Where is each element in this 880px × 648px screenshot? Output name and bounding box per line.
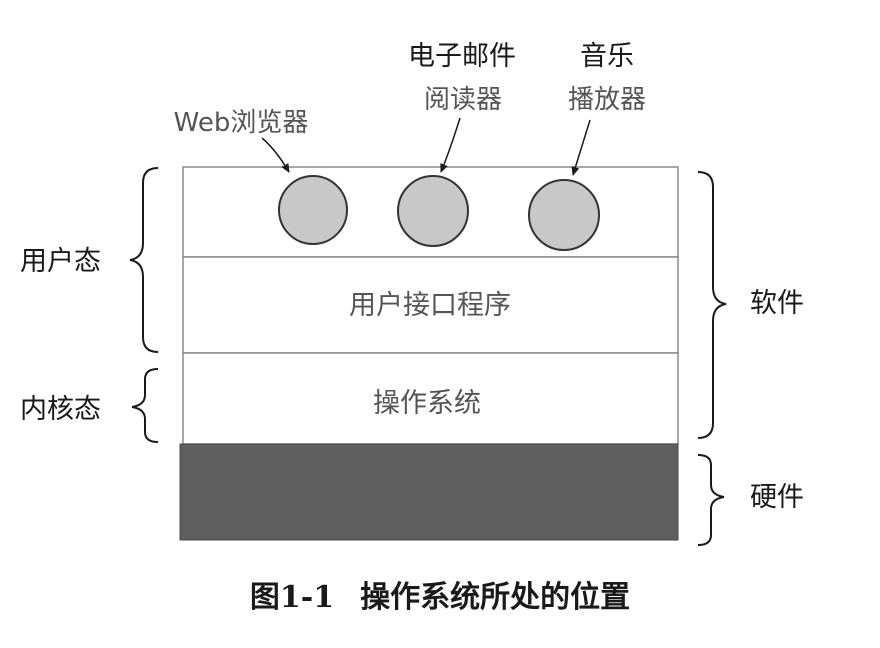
user-interface-program-label: 用户接口程序 bbox=[349, 290, 511, 321]
web-browser-pointer-arrow bbox=[261, 137, 290, 173]
music-player-pointer-arrow bbox=[571, 119, 591, 176]
figure-caption: 图1-1 操作系统所处的位置 bbox=[0, 572, 880, 616]
email-reader-circle bbox=[397, 175, 469, 247]
kernel-mode-label: 内核态 bbox=[20, 394, 101, 425]
operating-system-label: 操作系统 bbox=[373, 388, 481, 419]
email-reader-label-line2: 阅读器 bbox=[424, 85, 502, 115]
operating-system-layer-box bbox=[182, 352, 679, 445]
user-interface-layer-box bbox=[182, 256, 679, 354]
email-reader-pointer-arrow bbox=[440, 117, 461, 173]
software-label: 软件 bbox=[750, 288, 804, 319]
hardware-layer-box bbox=[179, 443, 679, 541]
music-player-label-line1: 音乐 bbox=[580, 41, 634, 72]
figure-number: 图1-1 bbox=[249, 580, 335, 615]
user-mode-brace bbox=[129, 167, 159, 353]
figure-title: 操作系统所处的位置 bbox=[360, 580, 631, 615]
kernel-mode-brace bbox=[131, 368, 159, 443]
web-browser-label: Web浏览器 bbox=[174, 108, 309, 138]
web-browser-circle bbox=[278, 175, 348, 245]
email-reader-label-line1: 电子邮件 bbox=[408, 41, 516, 72]
music-player-label-line2: 播放器 bbox=[568, 85, 646, 115]
user-mode-label: 用户态 bbox=[20, 246, 101, 277]
software-brace bbox=[697, 171, 727, 439]
music-player-circle bbox=[528, 179, 600, 251]
hardware-brace bbox=[697, 454, 725, 546]
hardware-label: 硬件 bbox=[750, 482, 804, 513]
